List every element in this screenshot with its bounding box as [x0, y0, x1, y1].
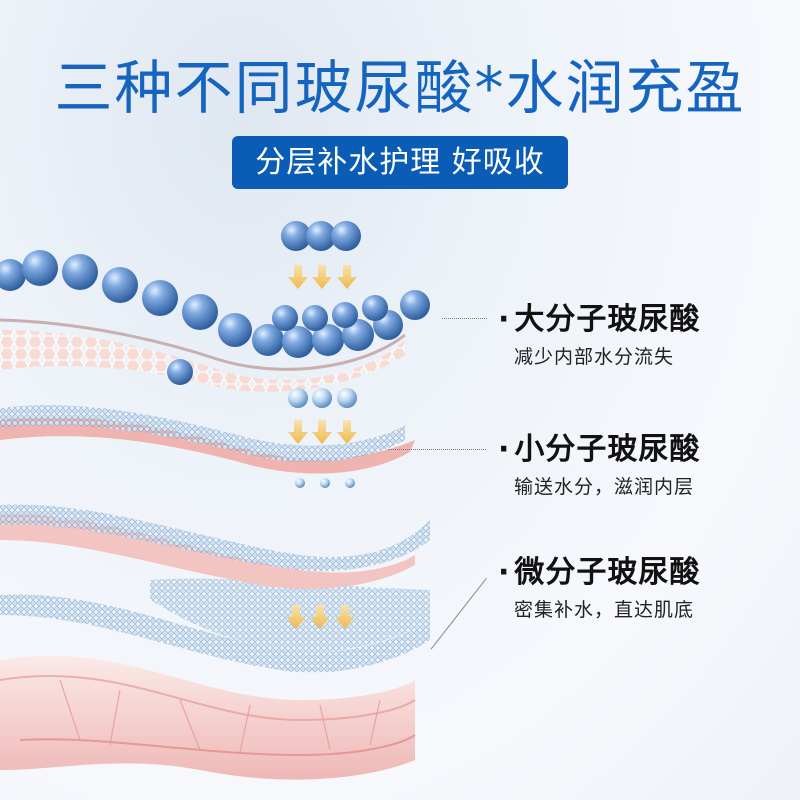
micro-ha-title: 微分子玻尿酸	[514, 555, 701, 590]
leader-line-large	[442, 318, 487, 319]
down-arrow-icons	[286, 265, 357, 629]
subtitle-badge: 分层补水护理 好吸收	[232, 136, 568, 189]
small-ha-desc: 输送水分，滋润内层	[514, 476, 695, 498]
leader-line-small	[388, 449, 486, 450]
dermis-layer	[0, 655, 416, 780]
small-ha-layer-upper	[0, 405, 415, 474]
small-ha-layer-lower	[0, 504, 430, 589]
label-large-ha: ·大分子玻尿酸 减少内部水分流失	[498, 300, 700, 369]
small-ha-title: 小分子玻尿酸	[514, 432, 701, 467]
label-small-ha: ·小分子玻尿酸 输送水分，滋润内层	[498, 430, 700, 499]
headline-title: 三种不同玻尿酸*水润充盈	[54, 54, 746, 122]
large-ha-layer	[0, 250, 430, 392]
large-droplets-falling	[281, 221, 361, 251]
bullet: ·	[498, 555, 511, 590]
large-ha-desc: 减少内部水分流失	[514, 346, 675, 368]
small-droplets-falling	[288, 388, 357, 488]
bullet: ·	[498, 432, 511, 467]
micro-ha-layer	[0, 578, 430, 673]
bullet: ·	[498, 302, 511, 337]
micro-ha-desc: 密集补水，直达肌底	[514, 599, 695, 621]
label-micro-ha: ·微分子玻尿酸 密集补水，直达肌底	[498, 553, 700, 622]
large-ha-title: 大分子玻尿酸	[514, 302, 701, 337]
